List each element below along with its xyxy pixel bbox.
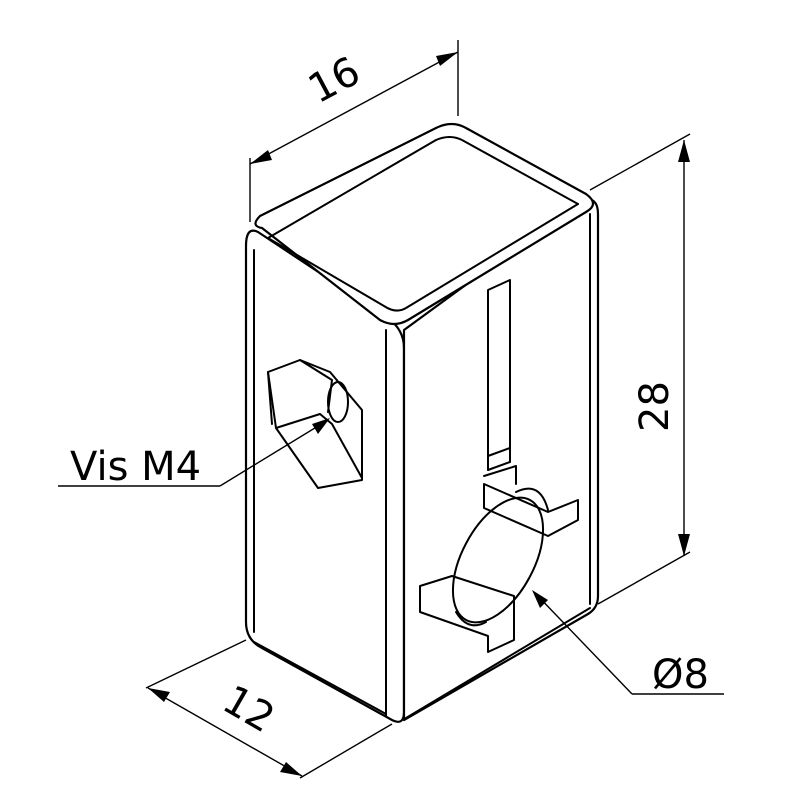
front-vertical-edge (385, 329, 405, 717)
top-front-chamfer (267, 203, 579, 312)
dim28-arrow-top (678, 140, 690, 162)
slot-and-hole (419, 279, 579, 653)
bottom-left-edge (253, 641, 387, 715)
block-top-face (254, 122, 595, 326)
block-body (244, 122, 600, 723)
leader-vis-m4: Vis M4 (58, 418, 330, 490)
bottom-right-edge (405, 607, 591, 719)
screw-label: Vis M4 (70, 444, 201, 490)
dim12-arrow-right (280, 762, 302, 776)
dim16-arrow-left (250, 150, 272, 164)
dim16-arrow-right (436, 52, 458, 66)
dim12-arrow-left (148, 688, 170, 702)
hex-nut-pocket (267, 359, 363, 489)
dim28-arrow-bottom (678, 534, 690, 556)
dimension-28: 28 (589, 133, 691, 605)
block-left-face (244, 229, 406, 723)
leader-diameter-8: Ø8 (532, 590, 724, 698)
top-inner-edge (267, 136, 579, 239)
hole-label: Ø8 (652, 652, 709, 698)
dimension-28-label: 28 (632, 381, 678, 432)
dimension-16-label: 16 (301, 48, 368, 113)
